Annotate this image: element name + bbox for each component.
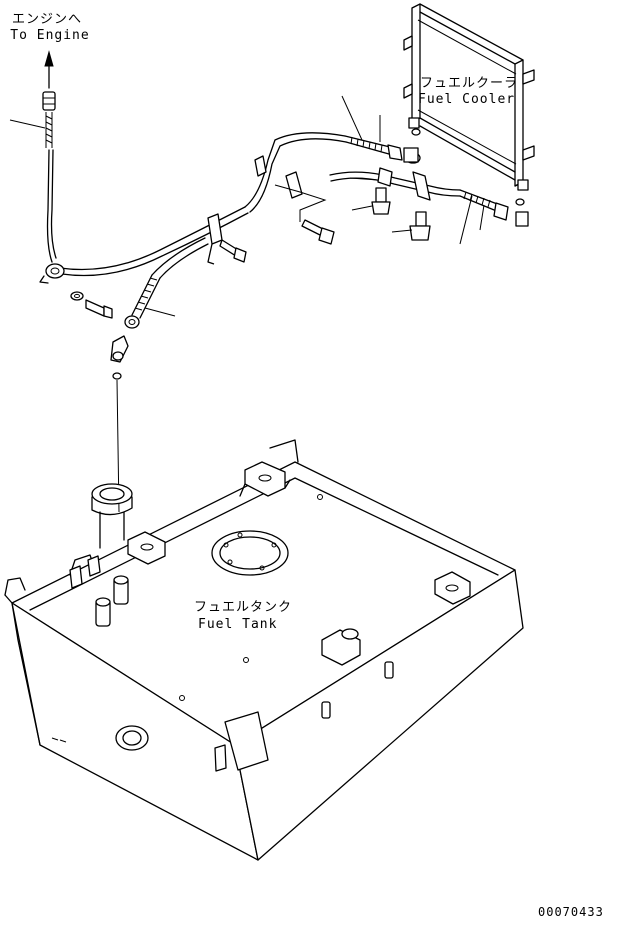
fitting: [404, 129, 528, 226]
engine-fitting: [43, 92, 55, 148]
filler-neck: [92, 484, 132, 548]
drain-boss: [52, 726, 148, 750]
clamp: [378, 168, 430, 200]
mounting-bracket: [240, 462, 290, 496]
leader-line: [460, 196, 472, 244]
label-cooler-en: Fuel Cooler: [418, 92, 516, 107]
fuel-cooler: [404, 4, 534, 190]
bolt: [410, 212, 430, 240]
elbow-fitting: [111, 336, 128, 379]
banjo-fitting: [40, 264, 83, 300]
label-tank-ja: フュエルタンク: [194, 600, 293, 615]
leader-line: [350, 178, 378, 180]
bolt: [302, 220, 334, 244]
drawing-number: 00070433: [538, 905, 604, 919]
clamp: [255, 156, 302, 198]
mounting-bracket: [322, 629, 360, 665]
bolt: [220, 240, 246, 262]
mounting-bracket: [128, 532, 165, 564]
leader-line: [480, 205, 484, 230]
label-engine-ja: エンジンへ: [11, 12, 82, 27]
leader-line: [145, 308, 175, 316]
leader-line: [342, 96, 362, 140]
hose-tank: [125, 238, 208, 328]
leader-line: [10, 120, 45, 128]
bolt-holes: [180, 495, 323, 701]
label-engine-en: To Engine: [10, 28, 90, 43]
label-tank-en: Fuel Tank: [198, 617, 278, 632]
corner-bracket: [215, 712, 268, 771]
leader-line: [275, 185, 325, 222]
bolt: [86, 300, 112, 318]
side-plug: [322, 662, 393, 718]
fuel-tank: [5, 440, 523, 860]
clamp: [208, 214, 222, 264]
side-bracket: [70, 556, 100, 588]
fuel-sender-unit: [212, 531, 288, 575]
mounting-bracket: [435, 572, 470, 604]
fuel-tube-cooler-return: [330, 172, 508, 220]
leader-line: [392, 230, 412, 232]
arrow-up-icon: [45, 52, 53, 88]
bolt: [372, 188, 390, 214]
pipe-stubs: [96, 576, 128, 626]
leader-line: [352, 206, 372, 210]
label-cooler-ja: フュエルクーラ: [420, 76, 519, 91]
fuel-tube-engine: [48, 133, 347, 276]
